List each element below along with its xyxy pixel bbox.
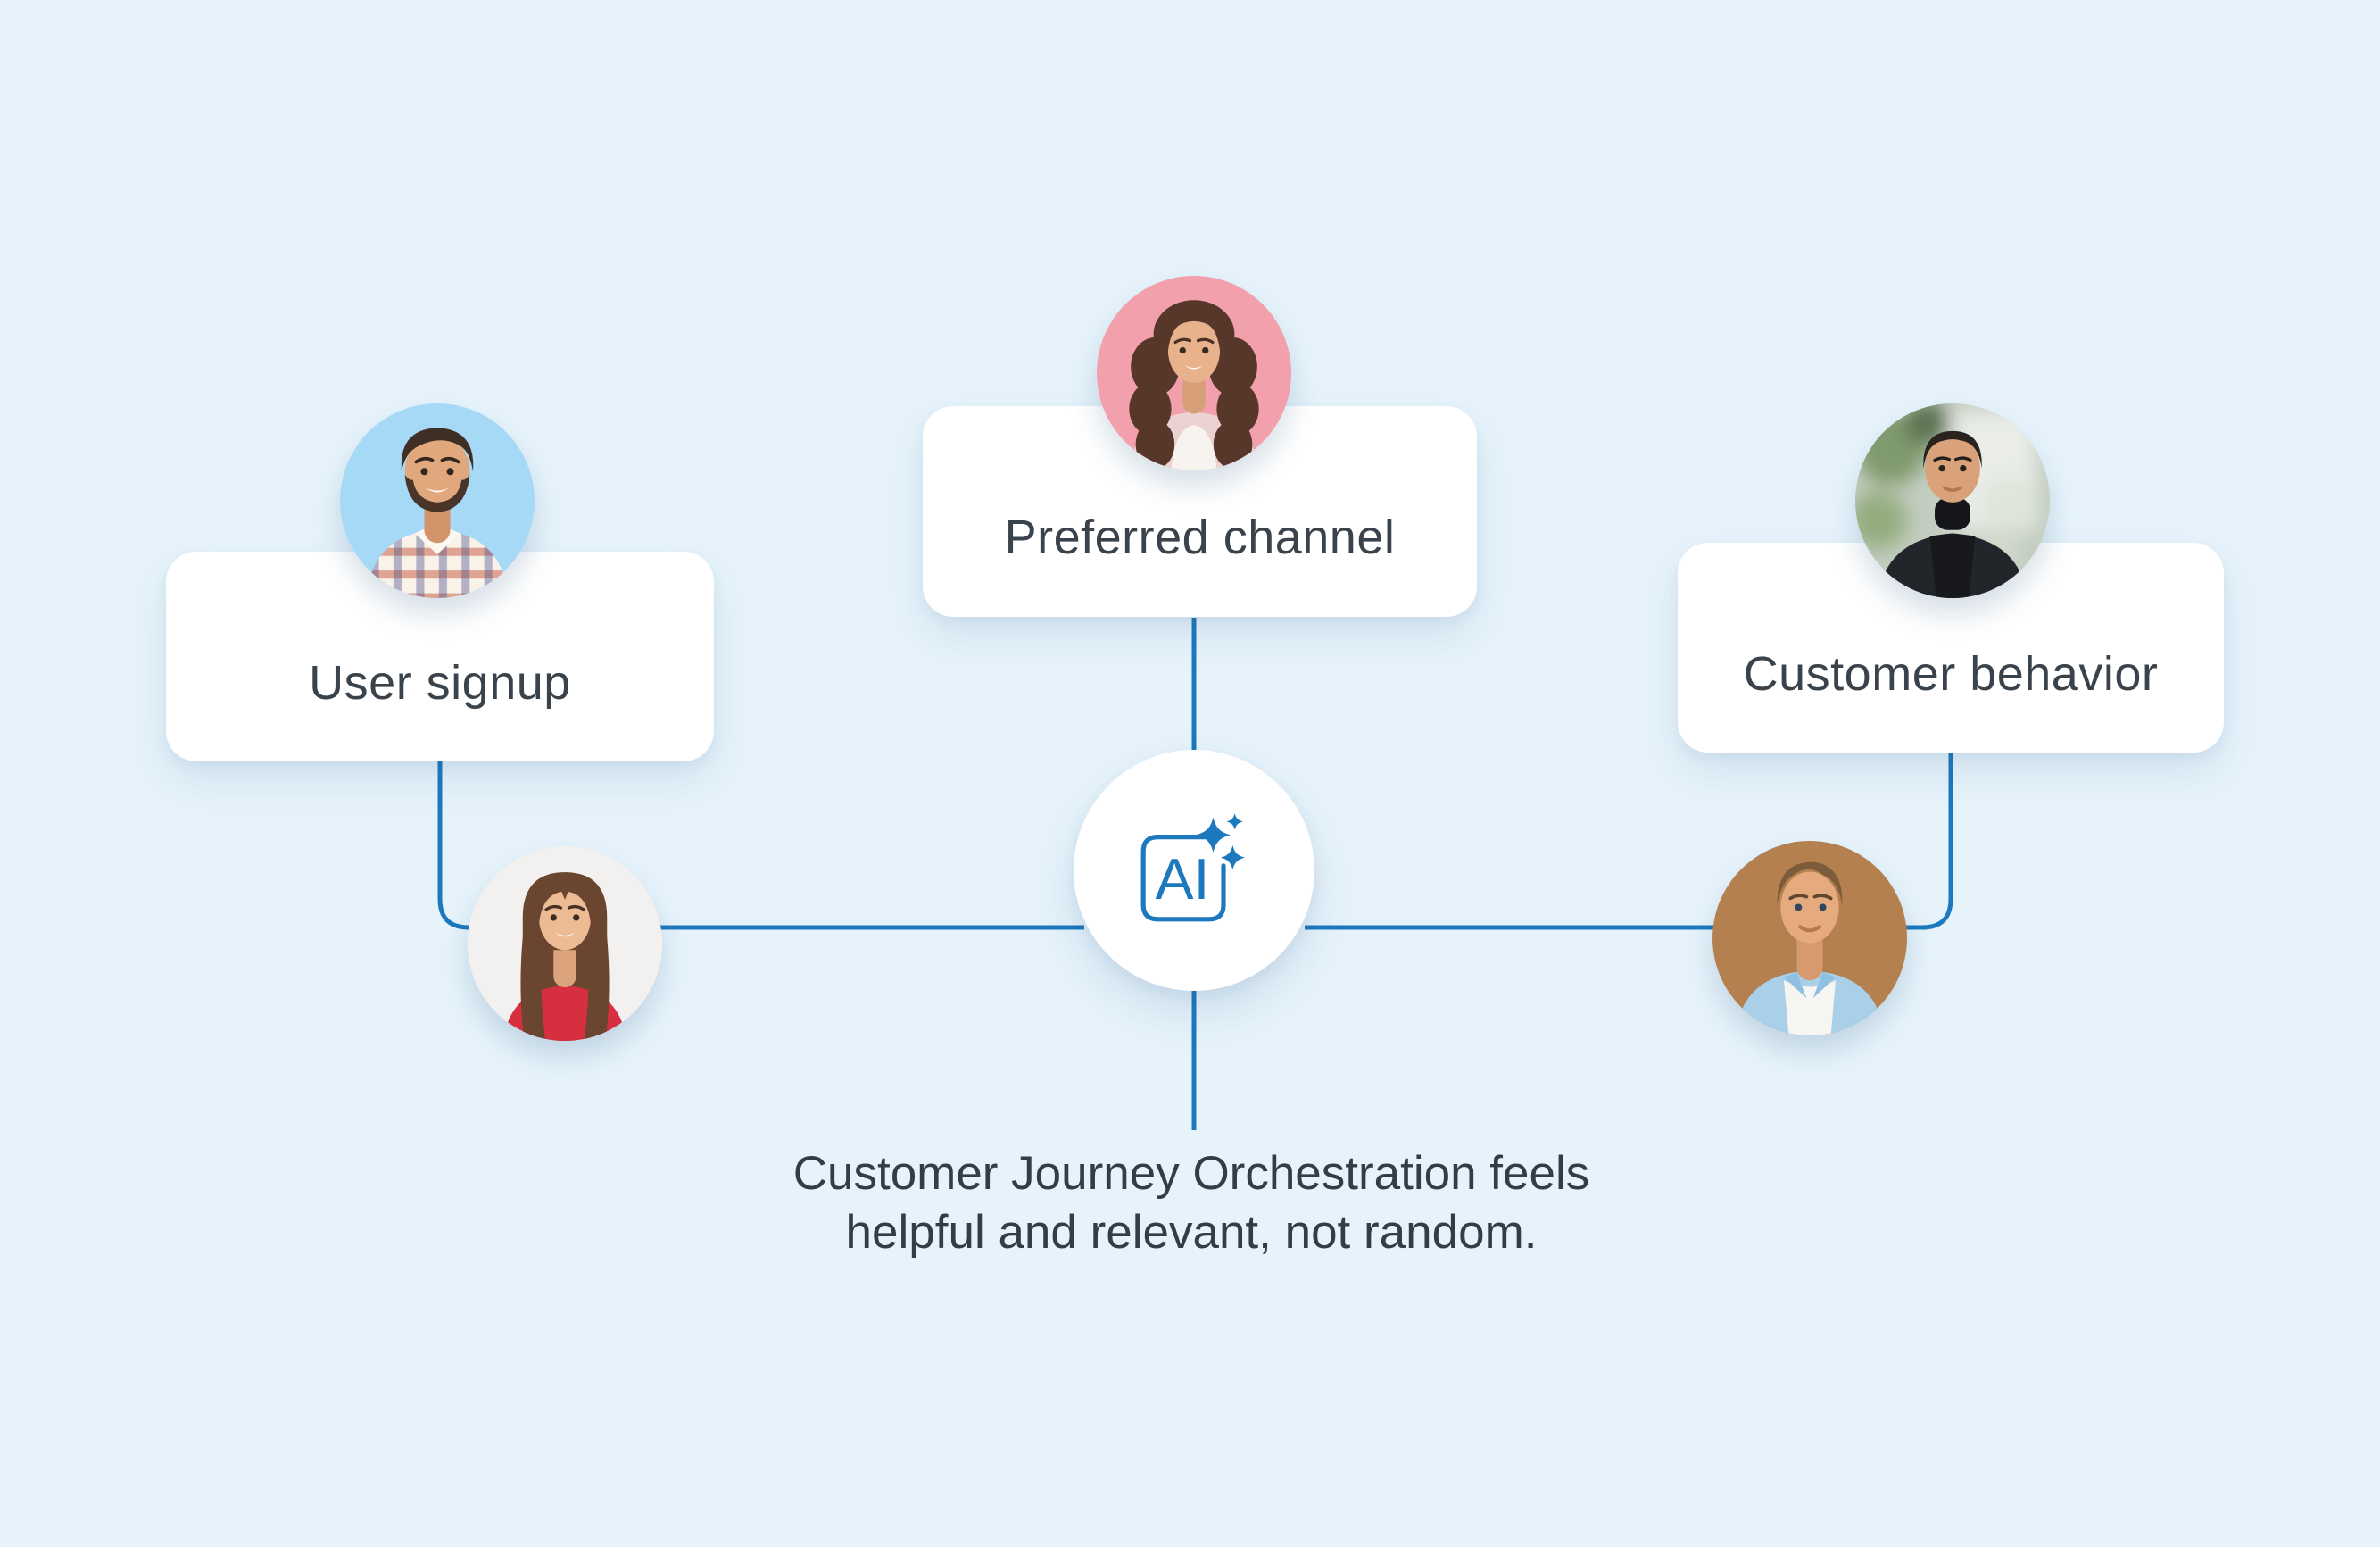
node-label-customer-behavior: Customer behavior [1743,646,2159,701]
ai-sparkle-icon: AI [1140,813,1246,922]
connector-right [1305,750,1953,930]
ai-box-outline [1140,835,1226,922]
caption-line-2: helpful and relevant, not random. [845,1205,1538,1259]
avatar-man-denim-shirt [1712,841,1907,1035]
caption-line-1: Customer Journey Orchestration feels [792,1147,1590,1200]
avatar-woman-curly-hair-illustration [1097,276,1291,470]
sparkle-icon [1220,844,1246,870]
avatar-man-denim-shirt-illustration [1712,841,1907,1035]
avatar-man-plaid-shirt-illustration [340,403,535,598]
ai-node: AI [1074,750,1314,991]
avatar-man-turtleneck-illustration [1855,403,2050,598]
avatar-woman-red-top-illustration [468,846,662,1041]
ai-label: AI [1155,847,1209,911]
avatar-woman-red-top [468,846,662,1041]
avatar-man-turtleneck [1855,403,2050,598]
node-label-preferred-channel: Preferred channel [1004,511,1396,564]
node-card-customer-behavior: Customer behavior [1678,543,2224,753]
avatar-woman-curly-hair [1097,276,1291,470]
avatar-man-plaid-shirt [340,403,535,598]
node-label-user-signup: User signup [309,655,571,710]
sparkle-icon [1226,813,1243,830]
sparkle-icon [1195,817,1231,853]
caption: Customer Journey Orchestration feels hel… [388,1144,1994,1261]
